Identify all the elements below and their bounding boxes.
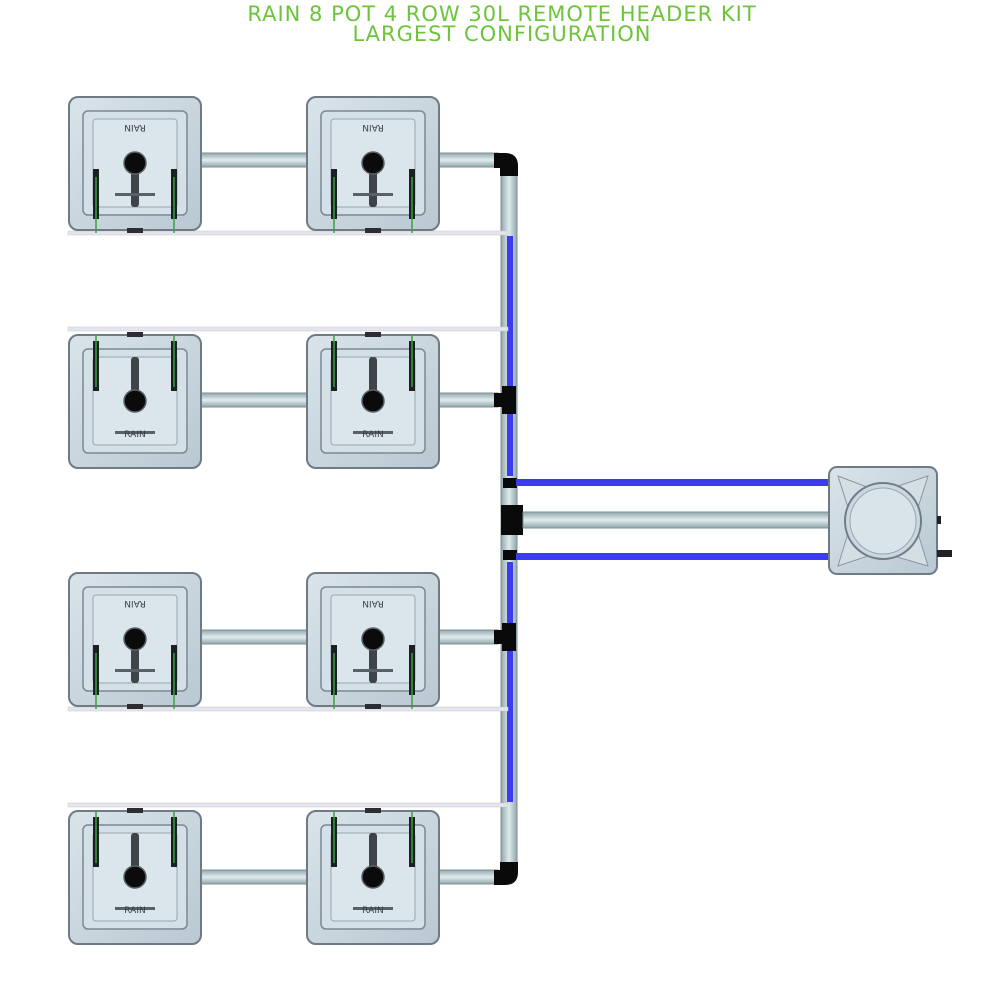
feed-pipe <box>437 392 499 408</box>
elbow-top <box>494 153 518 176</box>
pot-brand-label: RAIN <box>362 430 383 440</box>
pot-row4-right: RAIN <box>306 808 440 945</box>
pot-brand-label: RAIN <box>124 430 145 440</box>
pot-row1-right: RAIN <box>306 96 440 233</box>
feed-pipe <box>199 152 309 168</box>
pot-brand-label: RAIN <box>124 906 145 916</box>
tee-fittings <box>494 386 523 651</box>
pot-row3-left: RAIN <box>68 572 202 709</box>
pot-row3-right: RAIN <box>306 572 440 709</box>
elbow-bottom <box>494 862 518 885</box>
pot-row2-right: RAIN <box>306 332 440 469</box>
pot-row2-left: RAIN <box>68 332 202 469</box>
pot-row1-left: RAIN <box>68 96 202 233</box>
pot-brand-label: RAIN <box>362 122 383 132</box>
feed-pipe <box>199 869 309 885</box>
feed-pipe <box>199 629 309 645</box>
reservoir-lines <box>516 479 832 560</box>
blue-tubing <box>507 236 513 802</box>
feed-pipe <box>199 392 309 408</box>
pots: RAIN RAIN RAIN RAIN RAIN RAIN RAIN RAIN <box>68 96 440 945</box>
pot-brand-label: RAIN <box>124 122 145 132</box>
blue-line-to-reservoir <box>516 479 832 486</box>
reservoir-tank-icon <box>828 466 952 575</box>
pot-brand-label: RAIN <box>362 598 383 608</box>
pot-row4-left: RAIN <box>68 808 202 945</box>
feed-pipe <box>437 869 499 885</box>
white-lines <box>67 230 509 808</box>
feed-pipe <box>437 629 499 645</box>
elbow-fittings <box>494 153 518 885</box>
blue-line-to-reservoir <box>516 553 832 560</box>
pot-brand-label: RAIN <box>362 906 383 916</box>
diagram-title-line-1: RAIN 8 POT 4 ROW 30L REMOTE HEADER KIT <box>247 2 757 26</box>
pot-brand-label: RAIN <box>124 598 145 608</box>
diagram-title-line-2: LARGEST CONFIGURATION <box>352 22 652 46</box>
feed-pipe <box>437 152 499 168</box>
feed-pipes <box>199 152 499 885</box>
main-pipe-to-reservoir <box>522 511 832 529</box>
